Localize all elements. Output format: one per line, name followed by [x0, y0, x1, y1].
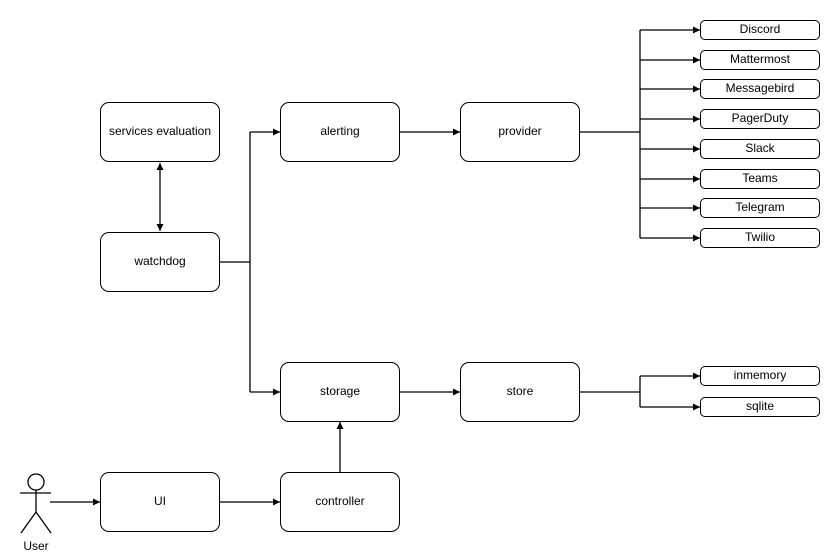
node-provider-twilio: Twilio — [700, 228, 820, 248]
node-provider-teams: Teams — [700, 169, 820, 189]
node-ui: UI — [100, 472, 220, 532]
node-watchdog: watchdog — [100, 232, 220, 292]
user-actor-icon — [20, 473, 52, 534]
node-provider-pagerduty: PagerDuty — [700, 109, 820, 129]
node-provider: provider — [460, 102, 580, 162]
node-store-sqlite: sqlite — [700, 397, 820, 417]
node-alerting: alerting — [280, 102, 400, 162]
node-services-evaluation: services evaluation — [100, 102, 220, 162]
node-provider-mattermost: Mattermost — [700, 50, 820, 70]
user-actor-label: User — [23, 539, 49, 553]
node-provider-discord: Discord — [700, 20, 820, 40]
node-controller: controller — [280, 472, 400, 532]
node-provider-slack: Slack — [700, 139, 820, 159]
node-provider-telegram: Telegram — [700, 198, 820, 218]
node-provider-messagebird: Messagebird — [700, 79, 820, 99]
node-store-inmemory: inmemory — [700, 366, 820, 386]
node-storage: storage — [280, 362, 400, 422]
node-store: store — [460, 362, 580, 422]
